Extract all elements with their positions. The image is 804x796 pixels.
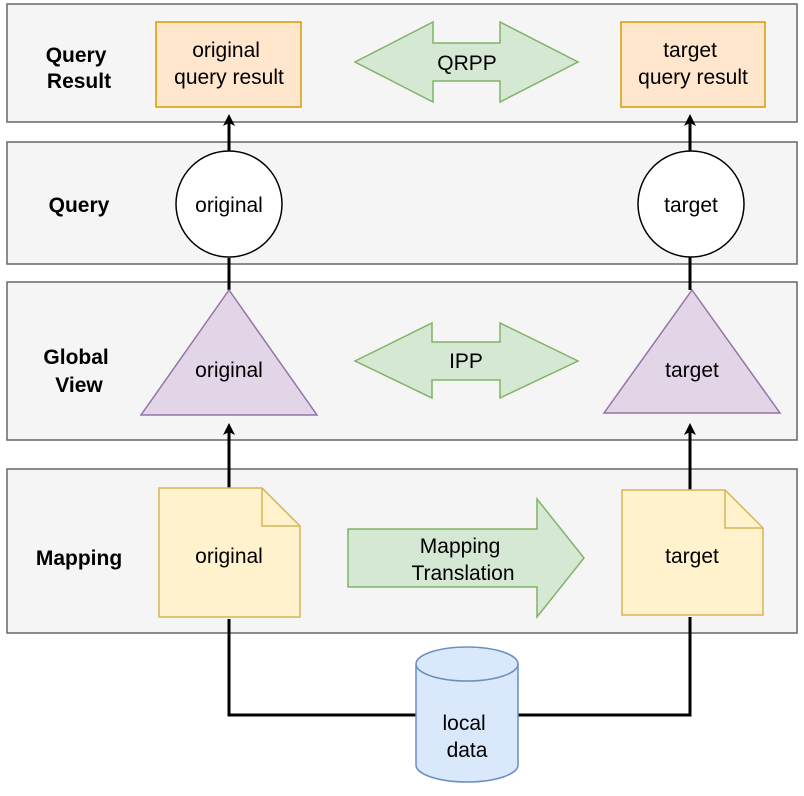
ipp-label: IPP [449, 350, 483, 373]
result-target-box [620, 21, 766, 108]
query-original-circle [175, 150, 283, 258]
wire-local-data-to-target-mapping [518, 617, 692, 717]
qrpp-arrow [353, 20, 580, 104]
mapping-translation-label: Mapping Translation [411, 535, 514, 585]
row-label-global-view: Global View [43, 346, 114, 397]
view-target-label: target [665, 359, 719, 382]
row-label-query-result: Query Result [46, 44, 113, 93]
row-label-mapping: Mapping [36, 547, 122, 570]
view-original-triangle [139, 288, 319, 416]
mapping-target-label: target [665, 545, 719, 568]
local-data-cylinder-rim [415, 663, 519, 682]
wire-local-data-to-original-mapping [227, 619, 416, 717]
result-target-label: target query result [638, 39, 748, 89]
query-original-label: original [195, 194, 263, 217]
result-original-label: original query result [174, 39, 284, 89]
local-data-cylinder [415, 646, 519, 783]
query-target-label: target [664, 194, 718, 217]
mapping-original-note [158, 487, 301, 618]
qrpp-label: QRPP [437, 52, 497, 75]
mapping-original-label: original [195, 545, 263, 568]
ipp-arrow [353, 321, 580, 400]
row-label-query: Query [49, 194, 110, 217]
view-original-label: original [195, 359, 263, 382]
result-original-box [155, 21, 302, 108]
local-data-label: local data [442, 712, 491, 762]
mapping-target-note-fold [724, 490, 763, 529]
mapping-translation-arrow [347, 496, 585, 620]
view-target-triangle [602, 288, 782, 414]
query-target-circle [637, 150, 745, 258]
mapping-original-note-fold [261, 488, 300, 527]
mapping-target-note [621, 489, 764, 616]
